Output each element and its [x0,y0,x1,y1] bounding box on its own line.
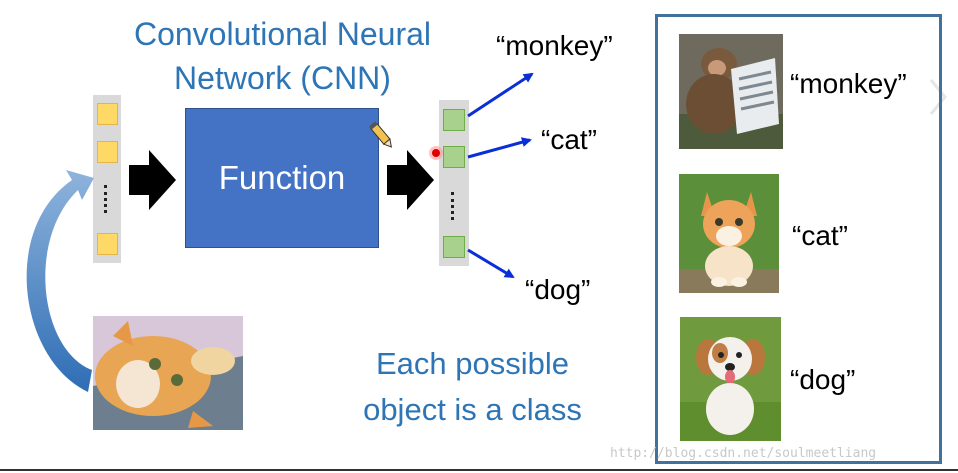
example-label-dog: “dog” [790,364,856,395]
caption-line2: object is a class [363,392,582,427]
monkey-photo [679,34,783,149]
pencil-cursor-icon [369,121,393,148]
function-to-output-arrow [387,150,434,210]
output-cell-2 [443,146,465,168]
cnn-title-line1: Convolutional Neural [133,16,432,52]
cnn-title: Convolutional Neural Network (CNN) [95,12,470,100]
function-box: Function [185,108,379,248]
next-slide-chevron-icon [929,79,947,115]
output-label-monkey: “monkey” [496,30,613,61]
input-cat-photo [93,316,243,430]
output-label-cat: “cat” [541,124,597,155]
function-label: Function [218,159,346,196]
laser-pointer-icon [429,146,443,160]
arrow-to-monkey [467,72,534,118]
arrow-to-dog [467,248,515,279]
output-vector [439,100,469,266]
input-cell-n [97,233,118,255]
cat-photo [679,174,779,293]
image-to-input-curved-arrow [26,170,94,392]
input-vector [93,95,121,263]
input-ellipsis [104,185,109,213]
bottom-border [0,469,958,471]
example-label-cat: “cat” [792,220,848,251]
output-cell-n [443,236,465,258]
input-cell-1 [97,103,118,125]
caption-line1: Each possible [375,346,569,381]
watermark: http://blog.csdn.net/soulmeetliang [610,446,877,461]
output-ellipsis [451,192,456,220]
dog-photo [680,317,781,441]
example-label-monkey: “monkey” [790,68,907,99]
input-to-function-arrow [129,150,176,210]
output-cell-1 [443,109,465,131]
arrow-to-cat [467,137,532,159]
examples-frame [655,14,942,464]
input-cell-2 [97,141,118,163]
caption: Each possible object is a class [330,341,615,433]
output-label-dog: “dog” [525,274,591,305]
cnn-title-line2: Network (CNN) [174,60,391,96]
